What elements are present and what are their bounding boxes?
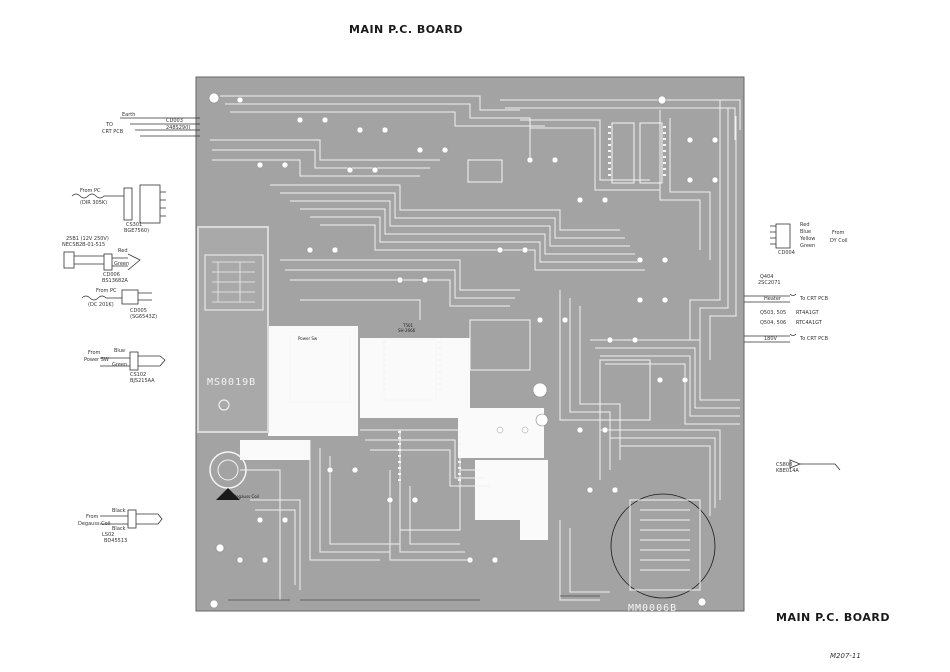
earth-part: CD003 — [166, 118, 183, 124]
board-mark-bottom: MM0006B — [628, 603, 678, 614]
degauss-pin-a: Black — [112, 508, 126, 514]
mains-sub: NECSB2B-01-515 — [62, 242, 106, 248]
degauss-pin-b: Black — [112, 526, 126, 532]
from-pc-top-ref: CS301 — [126, 222, 143, 228]
from-pc-mid-ref: CD005 — [130, 308, 147, 314]
crt2b-code: RTC4A1GT — [796, 320, 822, 326]
mains-pin-a: Red — [118, 248, 128, 254]
degauss-sub: Degauss Coil — [78, 521, 111, 527]
dy-color-yellow: Yellow — [800, 236, 816, 242]
page-title-bottom: MAIN P.C. BOARD — [776, 611, 890, 624]
earth-line-2: CRT PCB — [102, 129, 124, 135]
degauss-coil-label: Degauss Coil — [233, 494, 259, 499]
power-sw-from: From — [88, 350, 101, 356]
mains-ref: CD006 — [103, 272, 120, 278]
mains-pin-b: Green — [114, 261, 130, 267]
power-sw-label: Power Sw — [298, 336, 318, 341]
left-module — [197, 226, 269, 433]
transformer-part: SH-2666 — [398, 328, 416, 333]
from-pc-top-title: From PC — [80, 188, 101, 194]
pads — [211, 96, 719, 564]
dy-color-red: Red — [800, 222, 810, 228]
crt1-code: 2SC2071 — [758, 280, 781, 286]
transformer-label: T501 — [403, 323, 414, 328]
from-pc-mid-part: (DC 201K) — [88, 302, 114, 308]
from-pc-mid-title: From PC — [96, 288, 117, 294]
degauss-ref: LS02 — [102, 532, 115, 538]
board-mark-left: MS0019B — [207, 377, 257, 388]
earth-code: 248S29(I) — [166, 125, 191, 131]
page-number: M207-11 — [830, 652, 861, 660]
from-pc-top-part: (DIR 305K) — [80, 200, 108, 206]
crt2-pin: 180V — [764, 336, 777, 342]
mains-title: 25B1 (12V 250V) — [66, 236, 109, 242]
power-sw-pin-a: Blue — [114, 348, 126, 354]
flyback-outline — [610, 493, 716, 599]
crt2-code: RT4A1GT — [796, 310, 819, 316]
from-pc-mid-code: (SG6543Z) — [130, 314, 158, 320]
earth-line-1: TO — [106, 122, 113, 128]
crt1-ref: Q404 — [760, 274, 774, 280]
crt2b-refs: Q504, 506 — [760, 320, 787, 326]
crt1-label: To CRT PCB — [800, 296, 829, 302]
ic-pins — [383, 126, 666, 481]
crt1-pin: Heater — [764, 296, 781, 302]
right-conn-ref: CS808 — [776, 462, 793, 468]
power-sw-code: BJS215AA — [130, 378, 155, 384]
dy-color-green: Green — [800, 243, 816, 249]
crt2-refs: Q503, 505 — [760, 310, 787, 316]
trace-bundle-top — [210, 95, 741, 360]
page-title: MAIN P.C. BOARD — [349, 23, 463, 36]
external-connectors-left — [63, 117, 200, 529]
dy-ref: CD004 — [778, 250, 795, 256]
power-sw-sub: Power SW — [84, 357, 109, 363]
earth-title: Earth — [122, 112, 136, 118]
degauss-code: BD45513 — [104, 538, 128, 544]
power-sw-pin-b: Green — [112, 362, 128, 368]
external-connectors-right — [744, 223, 841, 471]
crt2-label: To CRT PCB — [800, 336, 829, 342]
degauss-from: From — [86, 514, 99, 520]
trace-bundle-mid — [280, 259, 740, 516]
dy-color-blue: Blue — [800, 229, 812, 235]
dy-from: From — [832, 230, 845, 236]
power-sw-ref: CS102 — [130, 372, 147, 378]
dy-sub: DY Coil — [830, 238, 848, 244]
board-cutouts — [240, 326, 548, 540]
mains-code: BS13682A — [102, 278, 128, 284]
right-conn-code: KBE014A — [776, 468, 799, 474]
from-pc-top-code: BGE7560) — [124, 228, 150, 234]
